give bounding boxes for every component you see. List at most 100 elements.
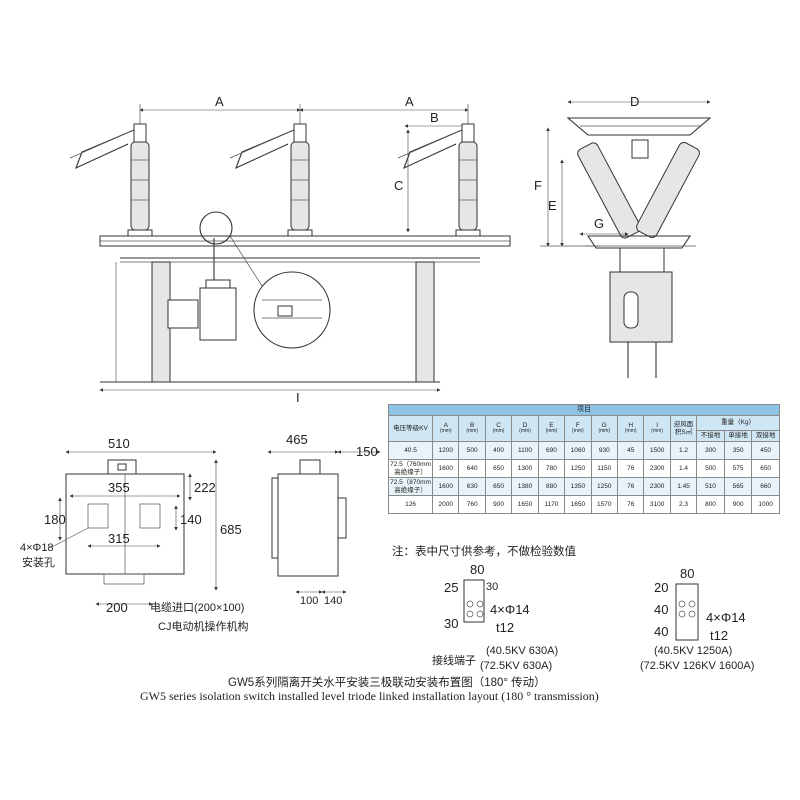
table-cell-b: 500 bbox=[458, 441, 486, 460]
table-cell-v: 126 bbox=[387, 495, 434, 514]
table-cell-c: 650 bbox=[484, 477, 513, 496]
side-view: D F E G bbox=[534, 94, 712, 378]
dim-100: 100 bbox=[300, 595, 318, 607]
mount-holes-label: 4×Φ18 bbox=[20, 542, 54, 554]
pole-1 bbox=[69, 123, 153, 239]
term-a-80: 80 bbox=[470, 562, 484, 577]
table-cell-w3: 650 bbox=[751, 459, 780, 478]
table-cell-a: 1200 bbox=[432, 441, 460, 460]
table-cell-a: 1600 bbox=[432, 477, 460, 496]
dim-e: E bbox=[548, 198, 557, 213]
table-cell-w2: 565 bbox=[723, 477, 753, 496]
table-cell-w1: 300 bbox=[696, 441, 725, 460]
dim-140b: 140 bbox=[324, 595, 342, 607]
table-cell-i: 2300 bbox=[643, 459, 671, 478]
table-cell-w2: 575 bbox=[723, 459, 753, 478]
dim-465: 465 bbox=[286, 432, 308, 447]
dim-150: 150 bbox=[356, 444, 378, 459]
table-cell-w2: 900 bbox=[723, 495, 753, 514]
term-a-30b: 30 bbox=[444, 616, 458, 631]
th-a: A(mm) bbox=[432, 415, 460, 442]
table-cell-c: 400 bbox=[484, 441, 513, 460]
table-cell-v: 72.5（870mm高绝缘子） bbox=[387, 477, 434, 496]
th-w-double: 双接地 bbox=[751, 430, 780, 442]
caption-en: GW5 series isolation switch installed le… bbox=[140, 689, 599, 703]
dim-c: C bbox=[394, 178, 403, 193]
table-cell-w1: 500 bbox=[696, 459, 725, 478]
dim-222: 222 bbox=[194, 480, 216, 495]
term-b-40a: 40 bbox=[654, 602, 668, 617]
dim-200: 200 bbox=[106, 600, 128, 615]
table-cell-c: 650 bbox=[484, 459, 513, 478]
dim-f: F bbox=[534, 178, 542, 193]
table-cell-b: 760 bbox=[458, 495, 486, 514]
table-cell-a: 2000 bbox=[432, 495, 460, 514]
dim-315: 315 bbox=[108, 531, 130, 546]
front-view: A A B C bbox=[69, 94, 511, 405]
dim-g: G bbox=[594, 216, 604, 231]
table-cell-w2: 350 bbox=[723, 441, 753, 460]
table-cell-s: 1.4 bbox=[669, 459, 698, 478]
table-cell-h: 76 bbox=[616, 477, 645, 496]
dim-355: 355 bbox=[108, 480, 130, 495]
table-cell-e: 780 bbox=[537, 459, 566, 478]
table-cell-i: 2300 bbox=[643, 477, 671, 496]
table-cell-v: 72.5（760mm高绝缘子） bbox=[387, 459, 434, 478]
dim-b: B bbox=[430, 110, 439, 125]
th-g: G(mm) bbox=[590, 415, 618, 442]
terminal-detail-b: 80 20 40 40 4×Φ14 t12 (40.5KV 1250A) (72… bbox=[640, 566, 754, 672]
table-cell-w3: 450 bbox=[751, 441, 780, 460]
pole-2 bbox=[229, 123, 313, 239]
table-cell-f: 1250 bbox=[564, 459, 592, 478]
table-cell-i: 3100 bbox=[643, 495, 671, 514]
dim-180: 180 bbox=[44, 512, 66, 527]
term-b-40b: 40 bbox=[654, 624, 668, 639]
th-w-none: 不接地 bbox=[696, 430, 725, 442]
dim-510: 510 bbox=[108, 436, 130, 451]
table-cell-b: 640 bbox=[458, 459, 486, 478]
term-a-25: 25 bbox=[444, 580, 458, 595]
hole-a-label: 4×Φ14 bbox=[490, 602, 530, 617]
table-cell-e: 1170 bbox=[537, 495, 566, 514]
dim-a2: A bbox=[405, 94, 414, 109]
th-i: I(mm) bbox=[643, 415, 671, 442]
term-a-30a: 30 bbox=[486, 581, 498, 593]
term-b1-label: (40.5KV 1250A) bbox=[654, 645, 732, 657]
table-title: 项目 bbox=[388, 404, 780, 416]
mount-holes-cn-label: 安装孔 bbox=[22, 555, 55, 569]
term-b-80: 80 bbox=[680, 566, 694, 581]
table-cell-h: 76 bbox=[616, 459, 645, 478]
spec-table: 项目 电压等级KV A(mm) B(mm) C(mm) D(mm) E(mm) … bbox=[387, 404, 780, 514]
table-cell-d: 1380 bbox=[511, 477, 539, 496]
pole-3 bbox=[397, 123, 481, 239]
table-cell-s: 1.45 bbox=[669, 477, 698, 496]
th-h: H(mm) bbox=[616, 415, 645, 442]
table-cell-d: 1100 bbox=[511, 441, 539, 460]
thick-b-label: t12 bbox=[710, 628, 728, 643]
table-cell-s: 2.3 bbox=[669, 495, 698, 514]
table-cell-f: 1060 bbox=[564, 441, 592, 460]
motor-mech-label: CJ电动机操作机构 bbox=[158, 619, 248, 633]
th-f: F(mm) bbox=[564, 415, 592, 442]
table-cell-s: 1.2 bbox=[669, 441, 698, 460]
table-cell-b: 630 bbox=[458, 477, 486, 496]
table-cell-d: 1650 bbox=[511, 495, 539, 514]
table-cell-d: 1300 bbox=[511, 459, 539, 478]
th-c: C(mm) bbox=[484, 415, 513, 442]
dim-d: D bbox=[630, 94, 639, 109]
table-cell-g: 1250 bbox=[590, 477, 618, 496]
th-voltage: 电压等级KV bbox=[387, 415, 434, 442]
th-e: E(mm) bbox=[537, 415, 566, 442]
th-weight: 重量（Kg） bbox=[696, 415, 780, 431]
table-cell-i: 1500 bbox=[643, 441, 671, 460]
table-cell-e: 880 bbox=[537, 477, 566, 496]
term-a2-label: (72.5KV 630A) bbox=[480, 660, 552, 672]
table-cell-w1: 800 bbox=[696, 495, 725, 514]
caption-cn: GW5系列隔离开关水平安装三极联动安装布置图（180° 传动） bbox=[228, 675, 546, 689]
table-cell-c: 900 bbox=[484, 495, 513, 514]
terminal-detail-a: 80 25 30 30 4×Φ14 t12 接线端子 (40.5KV 630A)… bbox=[432, 562, 558, 672]
hole-b-label: 4×Φ14 bbox=[706, 610, 746, 625]
